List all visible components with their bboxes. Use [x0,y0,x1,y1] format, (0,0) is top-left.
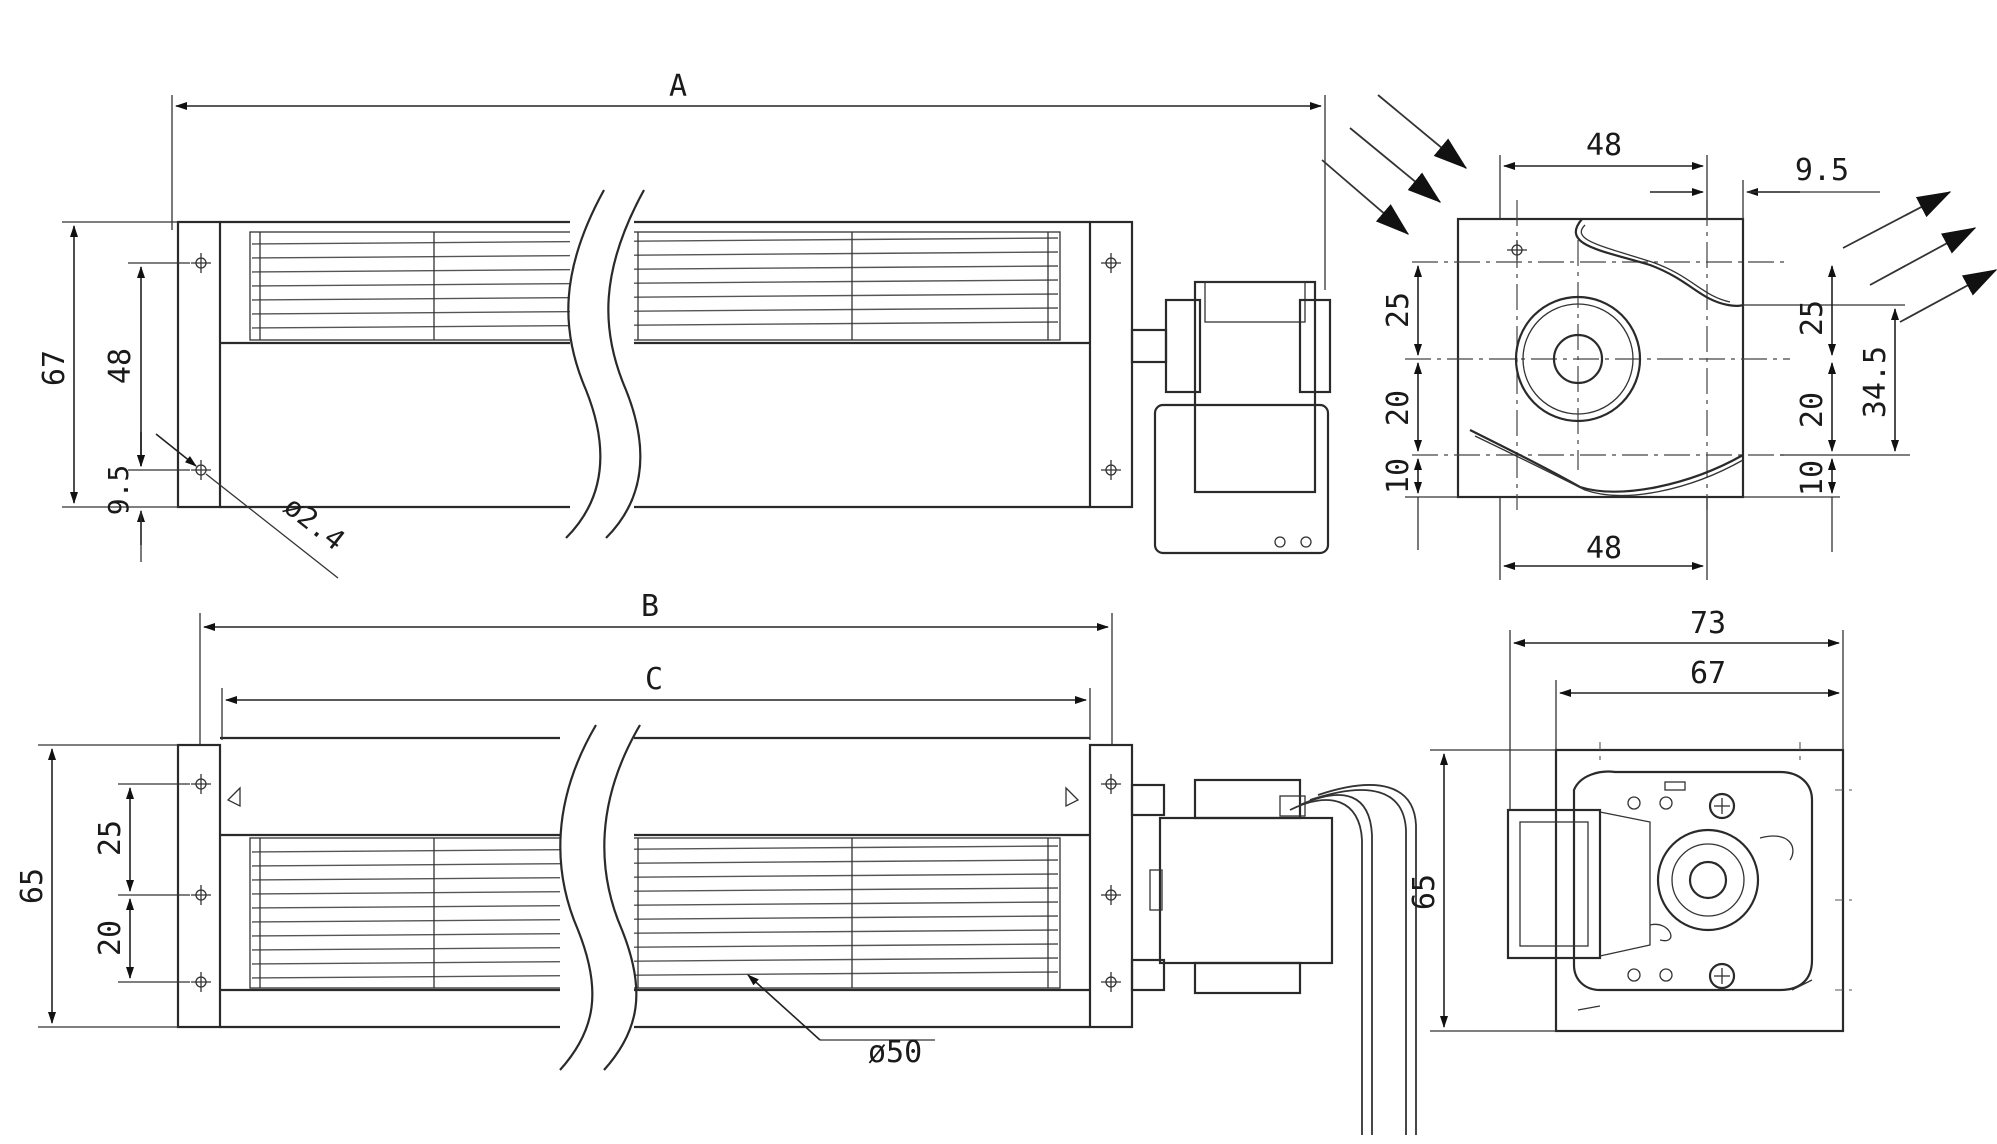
dim-label-a: A [669,69,687,104]
dim-label-48-top: 48 [1586,128,1622,163]
dim-label-10-left: 10 [1381,458,1416,494]
dim-label-25-left: 25 [1381,292,1416,328]
dim-label-73: 73 [1690,606,1726,641]
top-view: A 67 48 9.5 ø2.4 [37,69,1332,579]
dim-label-48-bottom: 48 [1586,531,1622,566]
dim-label-20-right: 20 [1795,392,1830,428]
lead-wires [1289,784,1417,1135]
impeller-fins-front [251,838,1059,988]
dim-label-impeller-dia: ø50 [868,1035,922,1070]
front-view: B C 65 25 20 ø50 [15,589,1417,1135]
dim-label-c: C [645,662,663,697]
dim-label-25-front: 25 [93,820,128,856]
dim-label-20-front: 20 [93,920,128,956]
dim-label-25-right: 25 [1795,300,1830,336]
impeller-fins-top [251,232,1059,340]
dim-label-67: 67 [37,350,72,386]
mount-hole-icon [191,774,1121,992]
dim-label-48: 48 [103,348,138,384]
dim-label-9-5-end: 9.5 [1795,153,1849,188]
dim-label-hole-dia: ø2.4 [278,490,351,558]
dim-label-65-side: 65 [1407,874,1442,910]
dim-label-10-right: 10 [1795,460,1830,496]
dim-label-b: B [641,589,659,624]
motor-front [1130,778,1334,995]
dim-label-20-left: 20 [1381,390,1416,426]
mount-hole-icon [191,253,1121,480]
dim-label-67-side: 67 [1690,656,1726,691]
airflow-arrow-icon [1321,94,1997,323]
screw-icon [1708,792,1736,990]
dim-label-9-5-top: 9.5 [102,465,135,516]
end-view: 48 9.5 25 20 10 25 20 10 34.5 48 [1321,94,1997,580]
dim-label-34-5: 34.5 [1858,346,1893,418]
dim-label-65-front: 65 [15,868,50,904]
mount-hole-icon [1507,240,1527,260]
side-view: 73 67 65 [1407,606,1852,1033]
motor-top [1130,280,1332,555]
